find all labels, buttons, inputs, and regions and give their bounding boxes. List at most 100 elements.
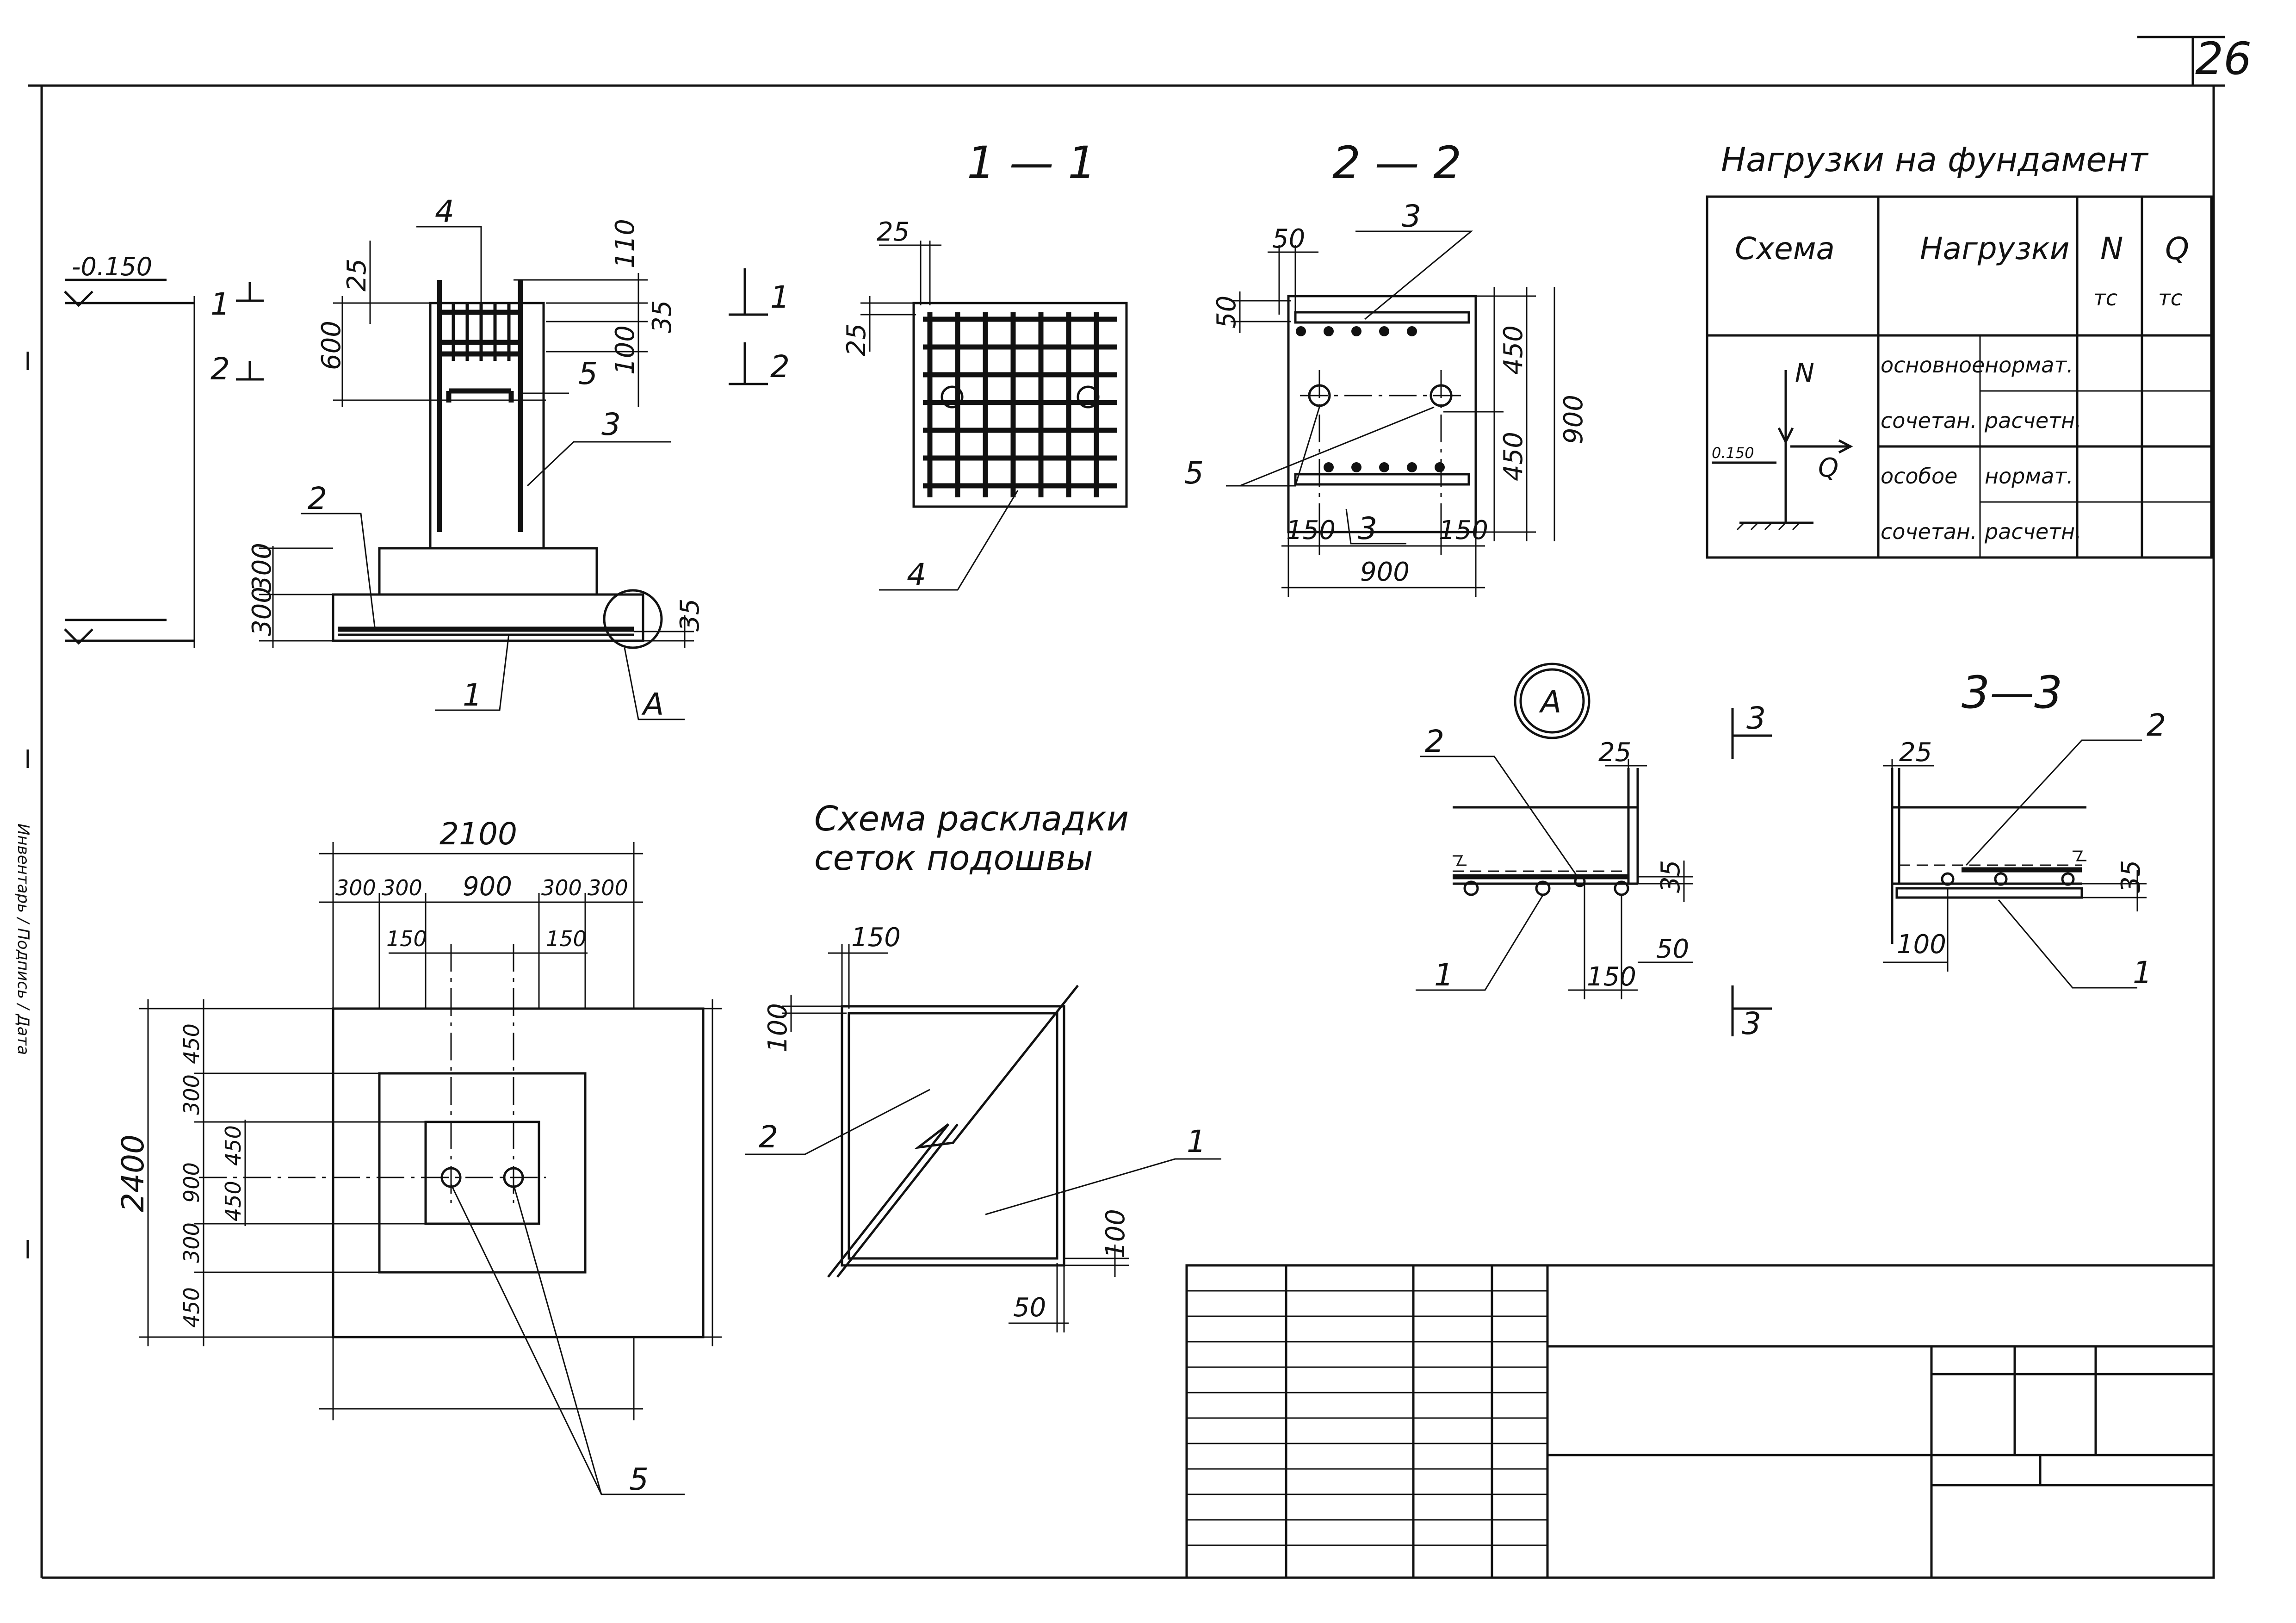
s33-dim-100: 100 [1897, 929, 1946, 960]
dim-450-p3: 450 [221, 1125, 246, 1166]
section-1-1 [860, 241, 1128, 591]
dim-110: 110 [610, 219, 640, 268]
detail-callout-1: 1 [1434, 957, 1454, 993]
cut-mark-1-right: 1 [770, 279, 790, 315]
mesh-scheme-title-2: сеток подошвы [814, 838, 1093, 878]
callout-5: 5 [578, 356, 598, 391]
callout-3: 3 [601, 407, 621, 442]
page-number: 26 [2195, 33, 2252, 85]
title-block [1185, 1264, 2215, 1579]
detail-dim-50: 50 [1656, 934, 1689, 964]
scheme-n-label: N [1795, 358, 1814, 388]
table-header-n: N [2100, 231, 2123, 266]
dim-150-mesh: 150 [851, 923, 901, 953]
cut-mark-1-left: 1 [210, 286, 230, 322]
dim-50-top: 50 [1272, 224, 1305, 254]
mesh-callout-2: 2 [759, 1119, 778, 1155]
dim-300-p2: 300 [382, 875, 422, 900]
callout-5-section: 5 [1184, 455, 1204, 491]
section-2-2 [1226, 230, 1536, 597]
s33-callout-2: 2 [2147, 707, 2166, 743]
cut-mark-2-right: 2 [770, 349, 790, 384]
row-3-combo: особое [1881, 464, 1957, 489]
dim-35-base: 35 [675, 599, 705, 632]
elevation-view [64, 226, 768, 720]
table-header-loads: Нагрузки [1920, 231, 2070, 266]
s33-callout-1: 1 [2133, 955, 2152, 991]
callout-3-section: 3 [1402, 198, 1421, 234]
callout-5-plan: 5 [629, 1462, 649, 1497]
row-2-type: расчетн. [1984, 408, 2082, 433]
callout-4-section: 4 [907, 557, 926, 593]
table-unit-q: тс [2158, 285, 2182, 310]
dim-150-p1: 150 [386, 926, 427, 951]
dim-150-p2: 150 [546, 926, 587, 951]
mesh-callout-1: 1 [1187, 1124, 1206, 1159]
detail-A [1416, 663, 1772, 1036]
dim-25: 25 [342, 259, 372, 291]
dim-100-mesh-b: 100 [1101, 1209, 1131, 1258]
scheme-q-label: Q [1818, 453, 1838, 483]
callout-2: 2 [308, 481, 327, 516]
detail-dim-150: 150 [1587, 962, 1636, 992]
dim-450-p4: 450 [221, 1181, 246, 1221]
dim-100-mesh-a: 100 [763, 1003, 793, 1053]
dim-900-bottom: 900 [1360, 557, 1410, 587]
detail-dim-35: 35 [1656, 860, 1686, 893]
section-2-2-title: 2 — 2 [1332, 137, 1461, 189]
detail-A-label: A [1539, 684, 1561, 720]
callout-4: 4 [435, 194, 454, 229]
row-4-type: расчетн. [1984, 519, 2082, 544]
dim-900-side: 900 [1559, 395, 1589, 444]
load-table [1706, 195, 2213, 559]
dim-450-b: 450 [1498, 432, 1529, 481]
dim-450-p1: 450 [179, 1023, 204, 1064]
dim-25-side: 25 [842, 323, 872, 356]
dim-900-plan: 900 [463, 872, 512, 902]
s33-dim-35: 35 [2116, 860, 2146, 893]
scheme-elev-label: 0.150 [1712, 444, 1754, 462]
plan-view [139, 842, 722, 1495]
dim-50-side: 50 [1212, 296, 1242, 328]
section-1-1-title: 1 — 1 [967, 137, 1096, 189]
callout-3-bottom: 3 [1358, 511, 1377, 546]
section-3-3-title: 3—3 [1962, 667, 2062, 719]
dim-25-top: 25 [877, 217, 910, 247]
row-1-type: нормат. [1985, 353, 2073, 378]
dim-35: 35 [647, 300, 677, 333]
callout-1: 1 [463, 677, 482, 713]
dim-300-a: 300 [247, 543, 277, 592]
dim-450-a: 450 [1498, 325, 1529, 375]
dim-900-p1: 900 [179, 1162, 204, 1203]
dim-2400: 2400 [115, 1134, 151, 1212]
load-table-title: Нагрузки на фундамент [1721, 140, 2149, 179]
dim-2100: 2100 [439, 816, 517, 852]
dim-300-b: 300 [247, 587, 277, 636]
dim-100: 100 [610, 325, 640, 375]
section-3-3 [1883, 739, 2147, 989]
table-header-scheme: Схема [1735, 231, 1835, 266]
row-4-combo: сочетан. [1881, 519, 1977, 544]
s33-dim-25: 25 [1899, 737, 1932, 768]
row-3-type: нормат. [1985, 464, 2073, 489]
dim-300-p6: 300 [179, 1222, 204, 1263]
dim-600: 600 [316, 321, 347, 370]
dim-300-p5: 300 [179, 1074, 204, 1115]
dim-150-b: 150 [1439, 515, 1488, 545]
dim-50-mesh: 50 [1013, 1293, 1046, 1323]
dim-300-p4: 300 [588, 875, 628, 900]
cut-mark-2-left: 2 [210, 351, 230, 387]
mesh-scheme-title-1: Схема раскладки [814, 799, 1129, 839]
dim-150-a: 150 [1286, 515, 1336, 545]
detail-callout-2: 2 [1425, 724, 1444, 759]
margin-stamp: Инвентарь / Подпись / Дата [14, 824, 32, 1055]
row-2-combo: сочетан. [1881, 408, 1977, 433]
dim-300-p3: 300 [541, 875, 582, 900]
table-header-q: Q [2165, 231, 2189, 266]
cut-mark-3-top: 3 [1746, 700, 1766, 736]
dim-450-p2: 450 [179, 1287, 204, 1328]
row-1-combo: основное [1881, 353, 1985, 378]
table-unit-n: тс [2093, 285, 2117, 310]
detail-dim-25: 25 [1598, 737, 1631, 768]
